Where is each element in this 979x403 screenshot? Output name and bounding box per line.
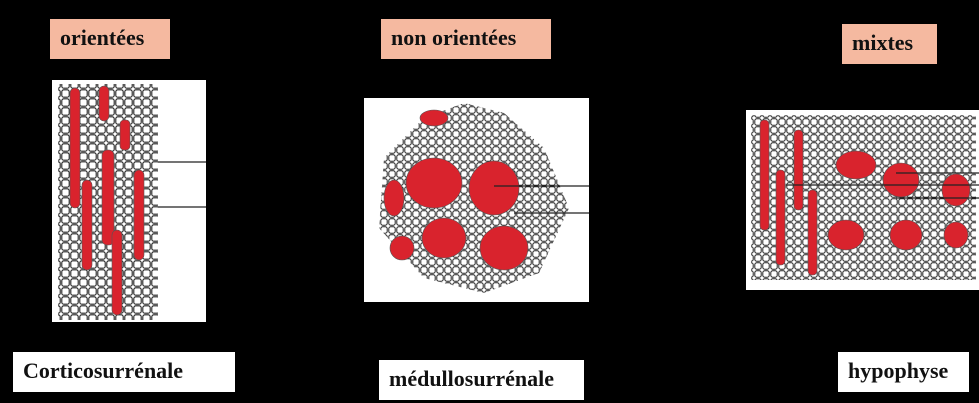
organ-label-center: médullosurrénale [379, 360, 584, 400]
histology-panel-non-oriented [364, 98, 589, 302]
category-tag-oriented: orientées [50, 19, 170, 59]
histology-panel-mixed [746, 110, 979, 290]
category-tag-mixed-text: mixtes [852, 30, 913, 55]
histology-panel-oriented [52, 80, 206, 322]
category-tag-oriented-text: orientées [60, 25, 144, 50]
category-tag-mixed: mixtes [842, 24, 937, 64]
cortex-cord-drawing [52, 80, 206, 322]
category-tag-non-oriented-text: non orientées [391, 25, 516, 50]
organ-label-right: hypophyse [838, 352, 969, 392]
pituitary-mixed-drawing [746, 110, 979, 290]
organ-label-left: Corticosurrénale [13, 352, 235, 392]
category-tag-non-oriented: non orientées [381, 19, 551, 59]
organ-label-left-text: Corticosurrénale [23, 358, 183, 383]
organ-label-center-text: médullosurrénale [389, 366, 554, 391]
organ-label-right-text: hypophyse [848, 358, 948, 383]
medulla-lobule-drawing [364, 98, 589, 302]
